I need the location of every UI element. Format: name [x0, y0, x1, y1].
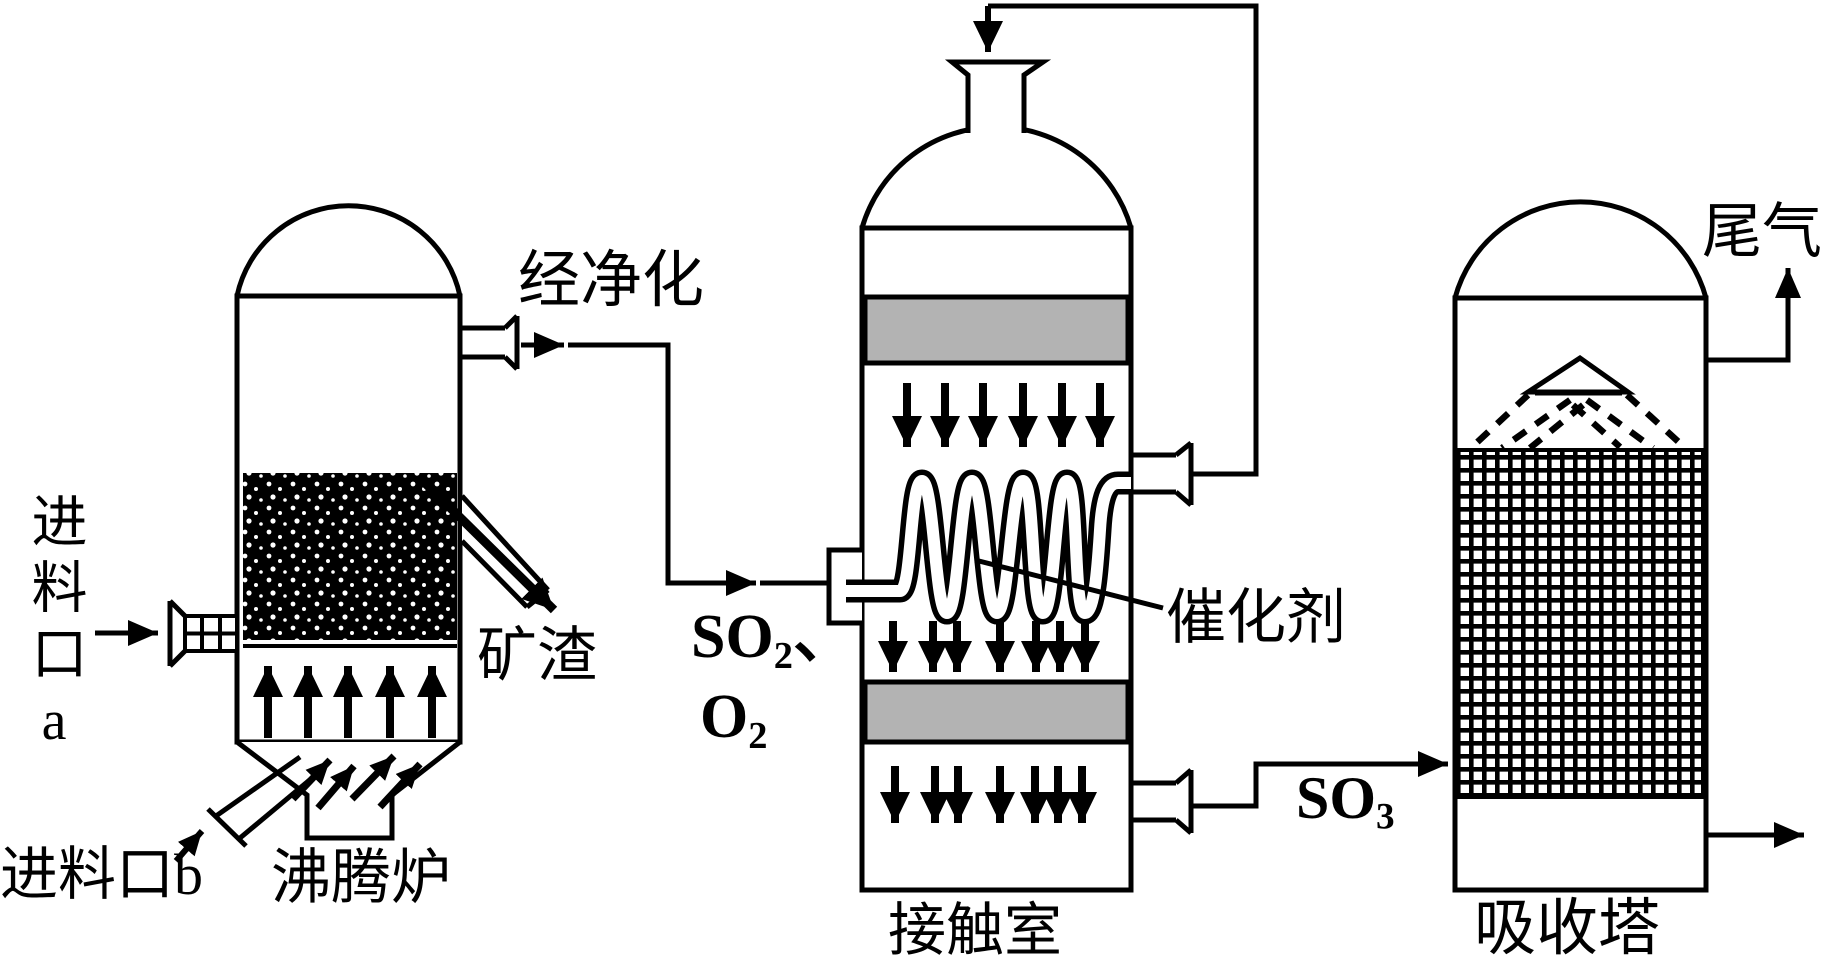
gas-down-arrows-row3	[880, 766, 1097, 823]
o2-subscript: 2	[748, 714, 768, 757]
catalyst-bed-upper	[862, 294, 1131, 366]
tail-gas-label: 尾气	[1702, 199, 1822, 265]
tail-gas-pipe	[1706, 268, 1801, 363]
catalyst-label: 催化剂	[1166, 585, 1346, 651]
tower-body-outline	[1452, 295, 1709, 893]
feed-inlet-a-label: 进料口a	[23, 492, 85, 762]
furnace-dome	[234, 203, 463, 297]
so3-label: SO3	[1296, 768, 1395, 836]
feed-inlet-b-pipe	[206, 754, 320, 848]
so3-main: SO	[1296, 765, 1377, 831]
furnace-bottom-funnel	[235, 740, 462, 841]
ore-bed	[243, 473, 457, 640]
feed-inlet-b-label: 进料口b	[0, 842, 204, 907]
spray-dashed-lines	[1469, 392, 1685, 451]
chamber-upper-outlet-flange	[1133, 441, 1256, 507]
absorption-tower-vessel	[1452, 199, 1804, 893]
so2-o2-pipe	[568, 342, 830, 596]
chamber-lower-outlet-flange	[1133, 768, 1194, 835]
o2-main: O	[700, 683, 749, 751]
catalyst-pointer-line	[974, 557, 1164, 611]
contact-chamber-vessel	[826, 3, 1448, 893]
absorption-tower-label: 吸收塔	[1474, 895, 1661, 963]
feed-inlet-b-arrow	[173, 829, 205, 863]
slag-label: 矿渣	[477, 623, 597, 689]
so2-label: SO2、	[691, 606, 855, 675]
so3-pipe	[1193, 751, 1448, 809]
heat-exchanger-coil	[846, 469, 1131, 625]
slag-arrow	[416, 474, 558, 614]
contact-chamber-label: 接触室	[888, 898, 1063, 963]
feed-inlet-a-port	[167, 599, 239, 668]
so3-subscript: 3	[1376, 796, 1395, 838]
furnace-gas-outlet-flange	[462, 314, 520, 371]
furnace-vessel	[95, 203, 564, 863]
funnel-air-arrows	[290, 753, 423, 811]
slag-chute	[416, 474, 558, 614]
purified-gas-label: 经净化	[518, 247, 705, 315]
gas-down-arrows-row1	[892, 383, 1115, 447]
catalyst-bed-lower	[862, 679, 1131, 745]
so2-main: SO	[691, 603, 774, 671]
furnace-label: 沸腾炉	[271, 845, 451, 911]
air-up-arrows	[253, 666, 447, 738]
o2-label: O2	[700, 686, 767, 755]
chamber-left-inlet-port	[826, 547, 862, 626]
packing-grid	[1456, 448, 1705, 799]
chamber-top-funnel	[944, 59, 1052, 133]
chamber-dome	[859, 124, 1134, 229]
so2-subscript: 2	[773, 634, 793, 677]
so2-comma: 、	[792, 603, 855, 671]
tower-dome	[1452, 199, 1709, 299]
gas-down-arrows-row2	[878, 621, 1100, 672]
